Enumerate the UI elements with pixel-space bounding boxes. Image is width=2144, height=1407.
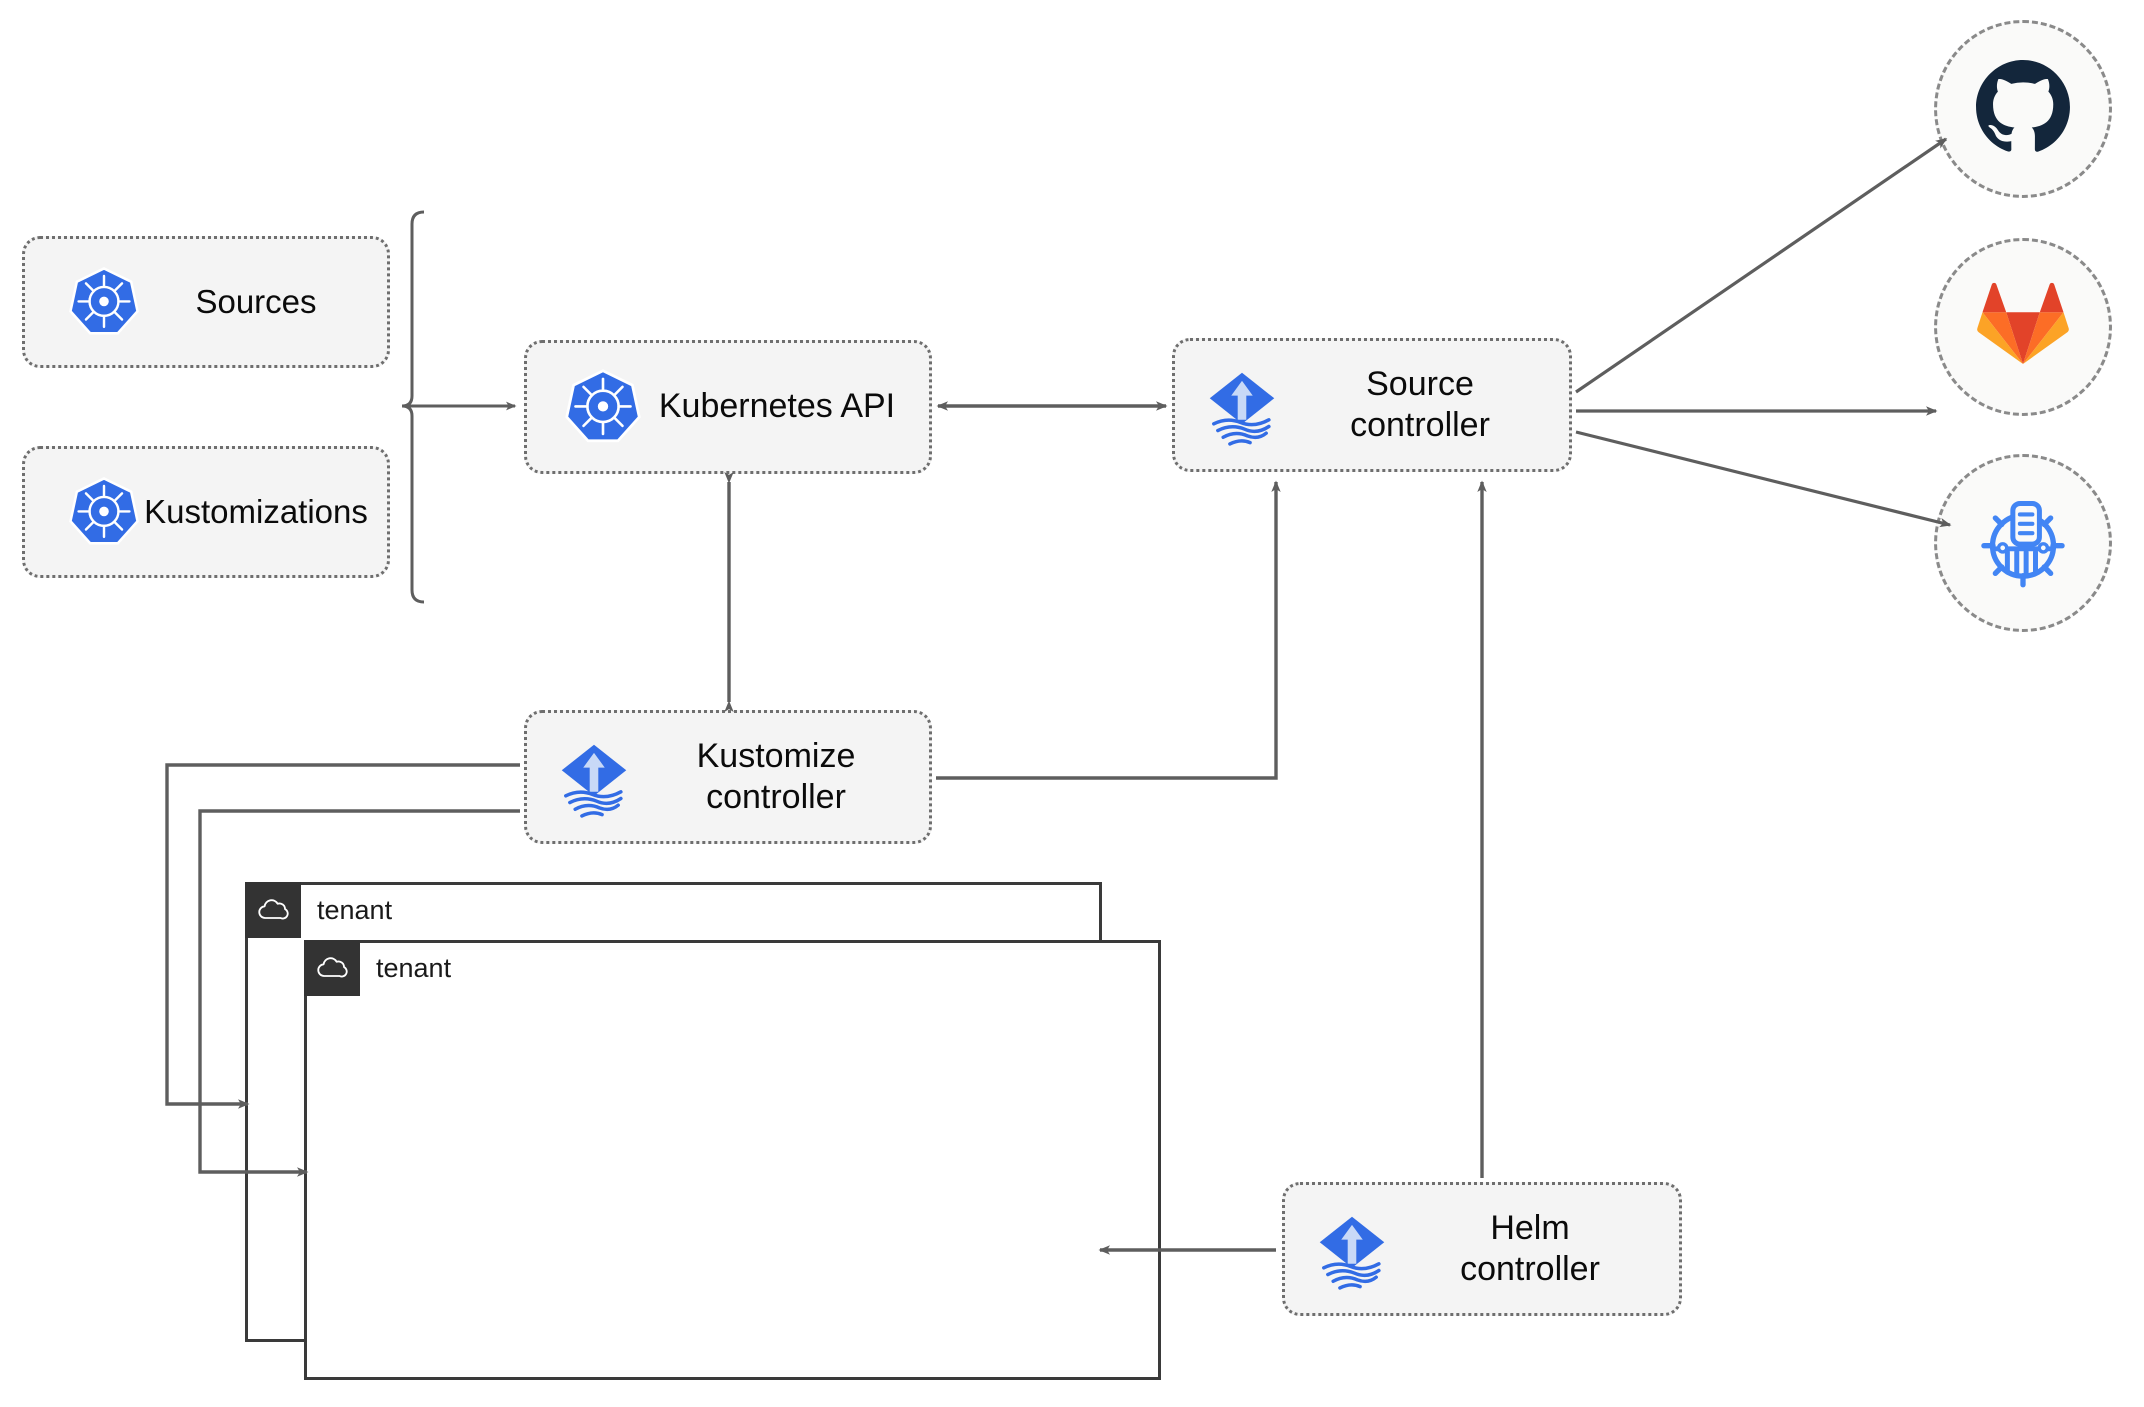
cloud-icon <box>304 940 360 996</box>
node-source-controller[interactable]: Source controller <box>1172 338 1572 472</box>
flux-icon <box>551 734 637 820</box>
provider-github[interactable] <box>1934 20 2112 198</box>
node-kustomize-controller[interactable]: Kustomize controller <box>524 710 932 844</box>
node-label-kustomizations: Kustomizations <box>144 492 368 530</box>
node-kubernetes-api[interactable]: Kubernetes API <box>524 340 932 474</box>
edge-sourcecontroller-harbor <box>1575 430 1952 528</box>
gitlab-icon <box>1975 277 2071 378</box>
provider-gitlab[interactable] <box>1934 238 2112 416</box>
flux-icon <box>1199 362 1285 448</box>
node-label-helm-controller: Helm controller <box>1460 1208 1600 1288</box>
kubernetes-icon <box>563 367 643 447</box>
tenant-tab-inner[interactable]: tenant <box>304 940 451 996</box>
node-helm-controller[interactable]: Helm controller <box>1282 1182 1682 1316</box>
tenant-label-inner: tenant <box>376 952 452 983</box>
kubernetes-icon <box>67 265 141 339</box>
tenant-label-outer: tenant <box>317 894 393 925</box>
github-icon <box>1974 58 2072 161</box>
node-label-sources: Sources <box>195 282 317 320</box>
node-label-kustomize-controller: Kustomize controller <box>696 736 856 816</box>
edge-kustomizecontroller-sourcecontroller <box>936 480 1281 780</box>
flux-icon <box>1309 1206 1395 1292</box>
node-label-source-controller: Source controller <box>1350 364 1490 444</box>
cloud-icon <box>245 882 301 938</box>
edge-sourcecontroller-github <box>1575 137 1948 394</box>
node-sources[interactable]: Sources <box>22 236 390 368</box>
node-kustomizations[interactable]: Kustomizations <box>22 446 390 578</box>
provider-harbor[interactable] <box>1934 454 2112 632</box>
tenant-frame-inner[interactable]: tenant <box>304 940 1161 1380</box>
node-label-kubernetes-api: Kubernetes API <box>658 387 896 426</box>
tenant-tab-outer[interactable]: tenant <box>245 882 392 938</box>
brace-sources-group <box>401 210 517 604</box>
kubernetes-icon <box>67 475 141 549</box>
harbor-icon <box>1973 491 2073 596</box>
